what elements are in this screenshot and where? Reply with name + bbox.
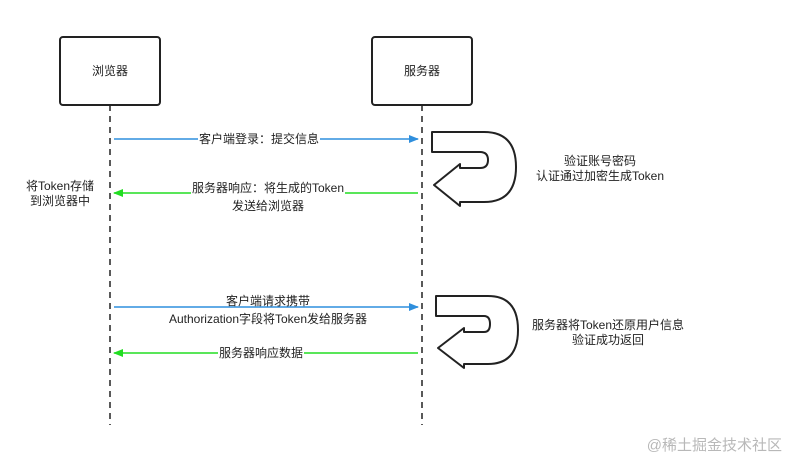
verify-uturn-arrow [431,131,517,207]
browser-store-note-line1: 将Token存储 [25,179,95,193]
browser-store-note: 将Token存储 到浏览器中 [18,179,102,209]
authorized-request-label: 客户端请求携带 Authorization字段将Token发给服务器 [138,292,398,328]
server-verify-note-line1: 验证账号密码 [563,154,636,168]
server-verify-note: 验证账号密码 认证通过加密生成Token [520,154,680,184]
server-restore-note-line2: 验证成功返回 [571,333,644,347]
browser-store-note-line2: 到浏览器中 [29,194,90,208]
login-request-label: 客户端登录：提交信息 [198,132,321,147]
server-restore-note: 服务器将Token还原用户信息 验证成功返回 [518,318,698,348]
browser-participant-label: 浏览器 [91,64,128,78]
server-verify-note-line2: 认证通过加密生成Token [535,169,665,183]
token-response-label-line1: 服务器响应：将生成的Token [190,181,346,196]
data-response-label: 服务器响应数据 [218,346,305,361]
watermark: @稀土掘金技术社区 [646,437,782,454]
authorized-request-label-line1: 客户端请求携带 [225,294,310,308]
authorized-request-label-line2: Authorization字段将Token发给服务器 [167,312,369,327]
server-restore-note-line1: 服务器将Token还原用户信息 [531,318,685,332]
restore-uturn-arrow [435,295,519,369]
token-response-label-line2: 发送给浏览器 [231,199,304,213]
server-participant-label: 服务器 [403,64,440,78]
token-response-label: 服务器响应：将生成的Token 发送给浏览器 [150,179,386,215]
